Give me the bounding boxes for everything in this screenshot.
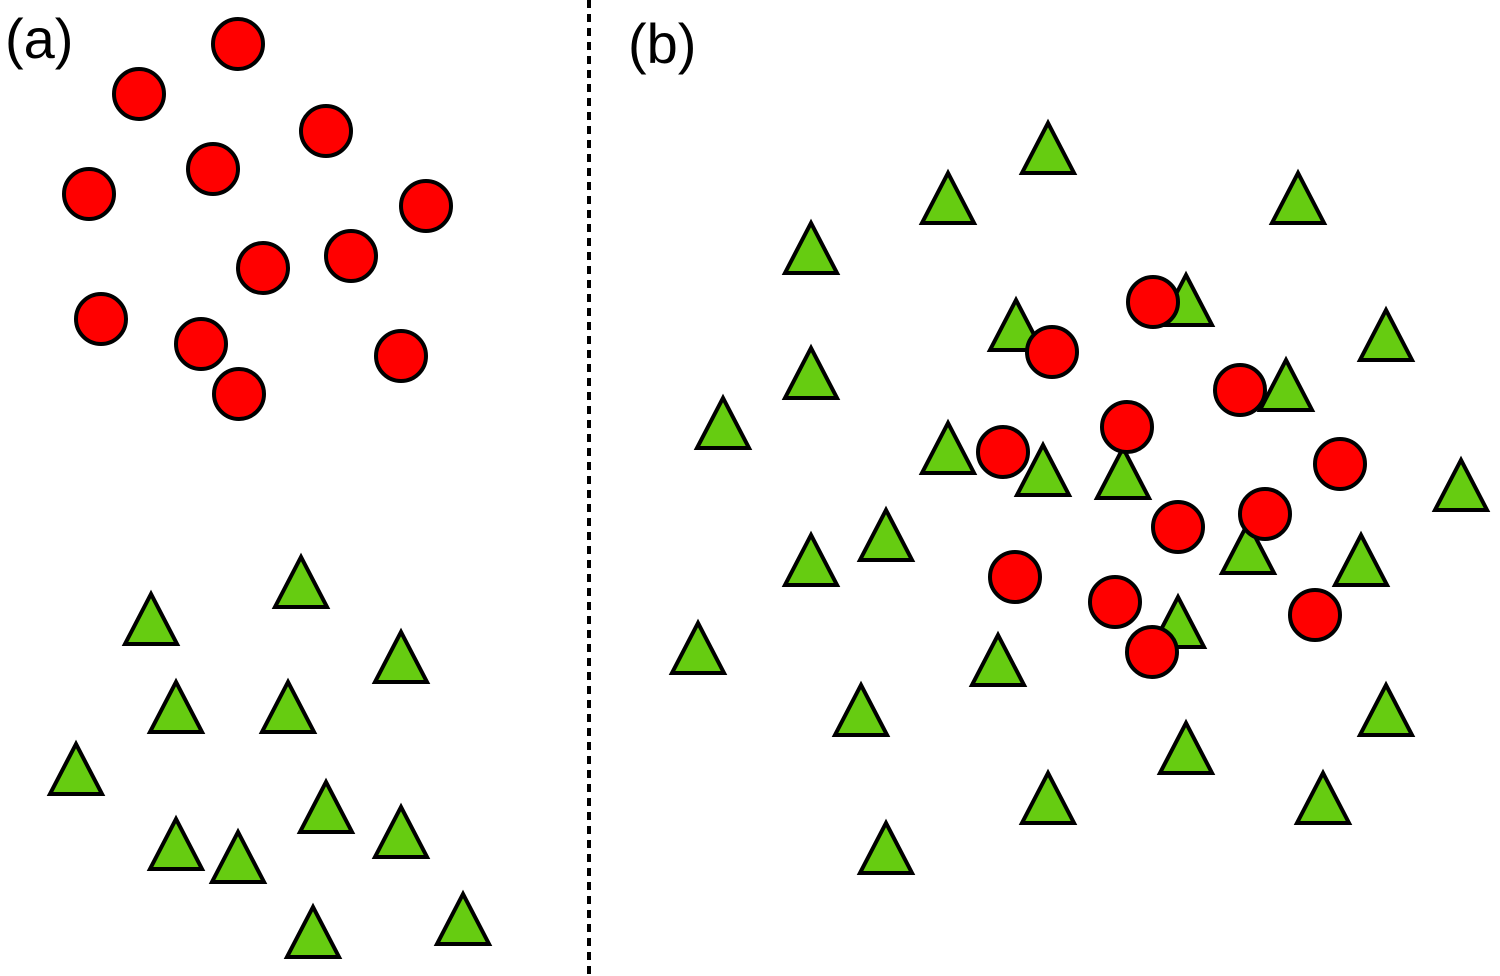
- red-circle-8: [74, 292, 128, 346]
- green-triangle-21: [831, 680, 891, 737]
- green-triangle-2: [1268, 168, 1328, 225]
- green-triangle-23: [1156, 718, 1216, 775]
- green-triangle-7: [371, 802, 431, 859]
- red-circle-2: [299, 104, 353, 158]
- green-triangle-0: [271, 552, 331, 609]
- red-circle-5: [1313, 437, 1367, 491]
- green-triangle-5: [46, 739, 106, 796]
- red-circle-0: [1126, 275, 1180, 329]
- green-triangle-9: [208, 827, 268, 884]
- red-circle-4: [62, 167, 116, 221]
- green-triangle-8: [146, 814, 206, 871]
- green-triangle-11: [283, 902, 343, 959]
- red-circle-7: [1238, 487, 1292, 541]
- green-triangle-22: [1356, 680, 1416, 737]
- red-circle-6: [236, 241, 290, 295]
- green-triangle-10: [918, 418, 978, 475]
- green-triangle-25: [1293, 768, 1353, 825]
- red-circle-11: [212, 367, 266, 421]
- panel-b-label: (b): [628, 12, 696, 75]
- green-triangle-26: [856, 818, 916, 875]
- red-circle-4: [976, 425, 1030, 479]
- red-circle-10: [1288, 588, 1342, 642]
- green-triangle-1: [121, 589, 181, 646]
- green-triangle-6: [1356, 305, 1416, 362]
- panel-a-marks: [46, 17, 493, 959]
- green-triangle-19: [668, 618, 728, 675]
- green-triangle-0: [1018, 118, 1078, 175]
- green-triangle-15: [1218, 518, 1278, 575]
- red-circle-5: [399, 179, 453, 233]
- green-triangle-12: [1093, 443, 1153, 500]
- green-triangle-3: [781, 218, 841, 275]
- red-circle-7: [324, 229, 378, 283]
- green-triangle-7: [781, 343, 841, 400]
- green-triangle-9: [693, 393, 753, 450]
- red-circle-10: [374, 329, 428, 383]
- red-circle-8: [988, 550, 1042, 604]
- green-triangle-2: [371, 627, 431, 684]
- green-triangle-11: [1013, 440, 1073, 497]
- red-circle-1: [1025, 325, 1079, 379]
- green-triangle-14: [856, 505, 916, 562]
- green-triangle-8: [1256, 355, 1316, 412]
- red-circle-0: [211, 17, 265, 71]
- green-triangle-10: [433, 889, 493, 946]
- green-triangle-17: [1331, 530, 1391, 587]
- red-circle-1: [112, 67, 166, 121]
- green-triangle-3: [146, 677, 206, 734]
- green-triangle-5: [986, 295, 1046, 352]
- red-circle-3: [186, 142, 240, 196]
- green-triangle-1: [918, 168, 978, 225]
- red-circle-9: [174, 317, 228, 371]
- green-triangle-16: [781, 530, 841, 587]
- red-circle-11: [1125, 625, 1179, 679]
- green-triangle-6: [296, 777, 356, 834]
- green-triangle-24: [1018, 768, 1078, 825]
- green-triangle-4: [258, 677, 318, 734]
- red-circle-6: [1151, 500, 1205, 554]
- panel-b-marks: [668, 118, 1491, 875]
- green-triangle-13: [1431, 455, 1491, 512]
- red-circle-3: [1100, 400, 1154, 454]
- panel-a-label: (a): [5, 7, 73, 70]
- green-triangle-20: [968, 630, 1028, 687]
- red-circle-9: [1088, 575, 1142, 629]
- red-circle-2: [1213, 363, 1267, 417]
